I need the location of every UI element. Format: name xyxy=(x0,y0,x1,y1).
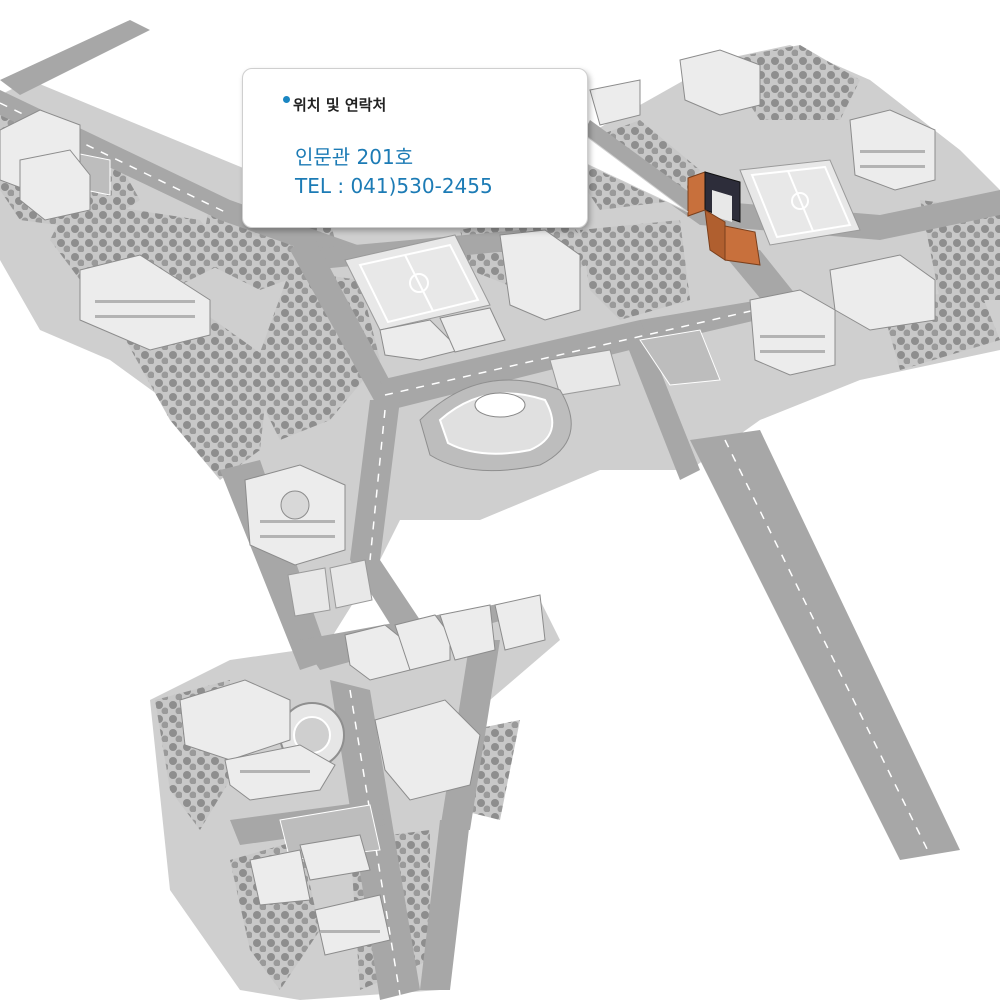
phone-number: TEL : 041)530-2455 xyxy=(295,174,493,198)
location-info-box: 위치 및 연락처 인문관 201호 TEL : 041)530-2455 xyxy=(242,68,588,228)
road-lines xyxy=(0,102,931,996)
basketball-court-icon xyxy=(287,349,621,617)
building-windows xyxy=(95,150,925,933)
info-title: 위치 및 연락처 xyxy=(293,96,387,114)
highlighted-building-icon xyxy=(687,171,761,266)
bullet-icon xyxy=(283,96,290,103)
room-label: 인문관 201호 xyxy=(295,145,414,169)
info-title-row: 위치 및 연락처 xyxy=(283,95,386,115)
soccer-field-icon xyxy=(344,234,491,331)
building-icon xyxy=(0,49,936,956)
soccer-field-icon xyxy=(739,159,861,246)
stadium-icon xyxy=(419,379,572,472)
building-courtyard xyxy=(280,490,310,520)
